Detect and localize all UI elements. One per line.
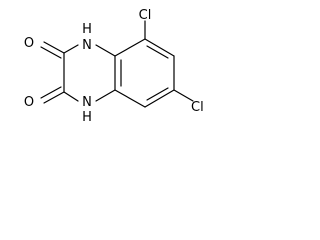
chemical-structure-diagram: Cl Cl H N N H O O <box>24 8 204 125</box>
atom-label-o-top: O <box>24 36 34 51</box>
atom-label-n-top: N <box>82 38 92 53</box>
bond-c8-c8a <box>114 89 146 108</box>
bond-c2-n1 <box>63 91 79 102</box>
bond-c3-o-a <box>43 41 65 54</box>
bond-c7-c8-inner <box>146 87 169 101</box>
bond-c2-o-a <box>43 91 65 104</box>
atom-label-nh-bottom-h: H <box>82 110 92 125</box>
atom-label-nh-top-h: H <box>82 22 92 37</box>
bond-n1-c8a <box>95 89 116 102</box>
bond-c4a-c5 <box>114 38 146 57</box>
bond-c5-c6 <box>144 38 175 57</box>
bond-c4a-n4 <box>95 44 116 57</box>
atom-label-cl-right: Cl <box>191 100 204 115</box>
bond-c3-o-b <box>40 46 62 59</box>
bond-c5-c6-inner <box>146 45 169 59</box>
bond-n4-c3 <box>63 44 79 54</box>
bond-c7-c8 <box>144 89 175 108</box>
bond-c7-cl <box>173 89 194 102</box>
atom-label-cl-top: Cl <box>139 8 152 23</box>
atom-label-o-bottom: O <box>24 95 34 110</box>
bond-c2-o-b <box>40 86 62 99</box>
atom-label-n-bottom: N <box>82 95 92 110</box>
